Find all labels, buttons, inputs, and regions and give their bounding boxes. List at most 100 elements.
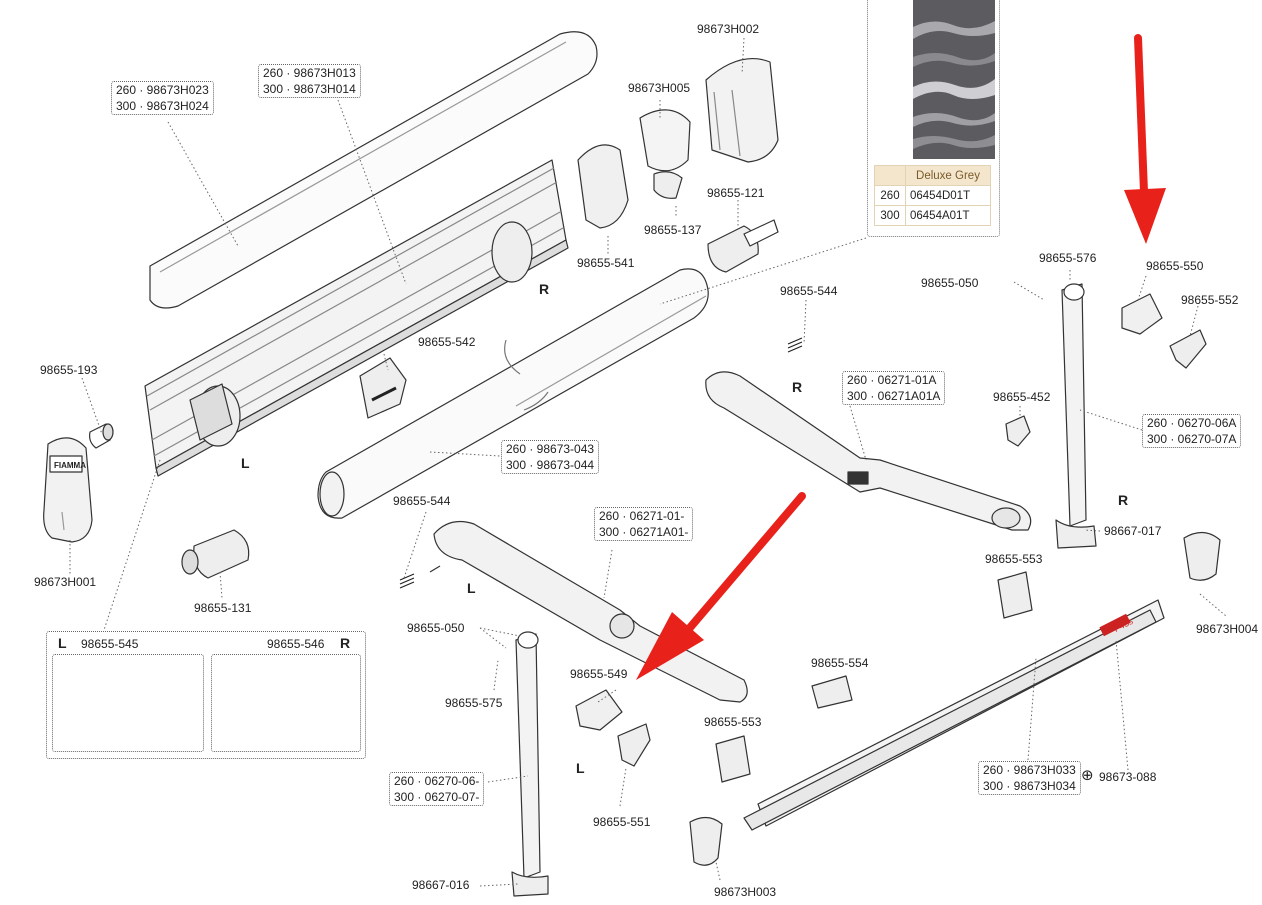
size-box-line: 260 · 06271-01- bbox=[599, 509, 685, 523]
part-label: 98673H003 bbox=[714, 885, 777, 899]
part-label: 98655-551 bbox=[593, 815, 651, 829]
size-box-line: 300 · 06270-07- bbox=[394, 790, 480, 804]
bearing-part bbox=[639, 109, 691, 199]
size-box-line: 260 · 98673-043 bbox=[506, 442, 595, 456]
fabric-table-code: 06454D01T bbox=[905, 185, 991, 206]
part-label: 98655-542 bbox=[418, 335, 476, 349]
fabric-swatch-panel: Deluxe Grey 260 06454D01T 300 06454A01T bbox=[867, 0, 1000, 237]
part-label: 98655-553 bbox=[704, 715, 762, 729]
right-leg-part bbox=[1055, 283, 1097, 549]
size-box: 260 · 98673H033 300 · 98673H034 bbox=[978, 761, 1081, 795]
part-label: 98655-544 bbox=[393, 494, 451, 508]
bracket-553-right-part bbox=[997, 571, 1033, 619]
fabric-table-corner bbox=[874, 165, 906, 186]
size-box-line: 260 · 06271-01A bbox=[847, 373, 937, 387]
part-label: 98655-553 bbox=[985, 552, 1043, 566]
bracket-542-part bbox=[359, 357, 407, 419]
lead-bar-part bbox=[743, 599, 1165, 831]
bracket-group-right-part: 98655-546 bbox=[267, 637, 325, 651]
part-label: 98655-554 bbox=[811, 656, 869, 670]
red-arrow-down-icon bbox=[1124, 34, 1166, 244]
right-arm-part bbox=[705, 371, 1032, 531]
fabric-table-size: 300 bbox=[874, 205, 906, 226]
knob-452-part bbox=[1005, 415, 1031, 447]
front-cover-part bbox=[149, 31, 598, 309]
end-cap-logo: FIAMMA bbox=[54, 461, 86, 470]
size-box-line: 260 · 98673H013 bbox=[263, 66, 356, 80]
bracket-group-left-panel bbox=[52, 654, 204, 752]
bracket-553-left-part bbox=[715, 735, 751, 783]
size-box-line: 300 · 06270-07A bbox=[1147, 432, 1237, 446]
size-box: 260 · 98673-043 300 · 98673-044 bbox=[501, 440, 600, 474]
clip-552-part bbox=[1169, 329, 1207, 369]
part-label: 98673-088 bbox=[1099, 770, 1157, 784]
bracket-group-box: L 98655-545 98655-546 R bbox=[46, 631, 366, 759]
fabric-table-code: 06454A01T bbox=[905, 205, 991, 226]
part-label: 98655-121 bbox=[707, 186, 765, 200]
part-label: 98655-050 bbox=[921, 276, 979, 290]
size-box: 260 · 06270-06- 300 · 06270-07- bbox=[389, 772, 485, 806]
size-box-line: 260 · 98673H033 bbox=[983, 763, 1076, 777]
part-label: 98673H002 bbox=[697, 22, 760, 36]
size-box-line: 300 · 98673H014 bbox=[263, 82, 356, 96]
bracket-554-part bbox=[811, 675, 853, 709]
part-label: 98655-050 bbox=[407, 621, 465, 635]
clip-549-part bbox=[575, 689, 623, 731]
part-label: 98655-544 bbox=[780, 284, 838, 298]
side-marker: R bbox=[539, 281, 550, 297]
case-profile-part bbox=[144, 159, 569, 477]
size-box: 260 · 98673H013 300 · 98673H014 bbox=[258, 64, 361, 98]
clip-551-part bbox=[617, 723, 651, 767]
bracket-group-right-panel bbox=[211, 654, 361, 752]
size-box: 260 · 06271-01- 300 · 06271A01- bbox=[594, 507, 694, 541]
side-marker: R bbox=[792, 379, 803, 395]
winch-part bbox=[707, 219, 779, 273]
bracket-group-left-part: 98655-545 bbox=[81, 637, 139, 651]
part-label: 98655-575 bbox=[445, 696, 503, 710]
size-box-line: 300 · 98673-044 bbox=[506, 458, 595, 472]
clip-550-part bbox=[1121, 293, 1163, 335]
part-label: 98655-193 bbox=[40, 363, 98, 377]
size-box-line: 260 · 98673H023 bbox=[116, 83, 209, 97]
bracket-group-left-side: L bbox=[58, 635, 67, 651]
size-box-line: 300 · 06271A01- bbox=[599, 525, 689, 539]
plus-icon: ⊕ bbox=[1081, 767, 1094, 784]
fabric-table-header: Deluxe Grey bbox=[905, 165, 991, 186]
part-label: 98655-550 bbox=[1146, 259, 1204, 273]
size-box-line: 260 · 06270-06- bbox=[394, 774, 480, 788]
part-label: 98655-137 bbox=[644, 223, 702, 237]
bushing-part bbox=[89, 423, 114, 449]
part-label: 98667-016 bbox=[412, 878, 470, 892]
part-label: 98655-452 bbox=[993, 390, 1051, 404]
side-marker: L bbox=[576, 760, 585, 776]
side-marker: L bbox=[241, 455, 250, 471]
red-arrow-diagonal-icon bbox=[636, 492, 806, 680]
part-label: 98673H004 bbox=[1196, 622, 1259, 636]
side-marker: L bbox=[467, 580, 476, 596]
leader-lines bbox=[69, 37, 1227, 887]
size-box-line: 300 · 06271A01A bbox=[847, 389, 941, 403]
right-cap-part bbox=[705, 58, 779, 163]
fabric-code-table: Deluxe Grey 260 06454D01T 300 06454A01T bbox=[874, 165, 991, 226]
part-label: 98673H005 bbox=[628, 81, 691, 95]
part-label: 98673H001 bbox=[34, 575, 97, 589]
bracket-group-right-side: R bbox=[340, 635, 351, 651]
size-box: 260 · 06271-01A 300 · 06271A01A bbox=[842, 371, 946, 405]
fabric-table-size: 260 bbox=[874, 185, 906, 206]
size-box-line: 300 · 98673H024 bbox=[116, 99, 209, 113]
end-cap-left-part bbox=[43, 437, 93, 543]
left-leg-part bbox=[511, 631, 549, 897]
lead-bar-cap-right-part bbox=[1183, 531, 1221, 581]
motor-part bbox=[181, 529, 250, 579]
spring-part bbox=[399, 337, 803, 589]
part-label: 98655-576 bbox=[1039, 251, 1097, 265]
part-label: 98655-541 bbox=[577, 256, 635, 270]
gear-bracket-part bbox=[577, 144, 629, 229]
size-box: 260 · 06270-06A 300 · 06270-07A bbox=[1142, 414, 1242, 448]
part-label: 98655-131 bbox=[194, 601, 252, 615]
part-label: 98655-552 bbox=[1181, 293, 1239, 307]
roller-tube-part bbox=[317, 268, 709, 519]
part-label: 98655-549 bbox=[570, 667, 628, 681]
side-marker: R bbox=[1118, 492, 1129, 508]
part-label: 98667-017 bbox=[1104, 524, 1162, 538]
